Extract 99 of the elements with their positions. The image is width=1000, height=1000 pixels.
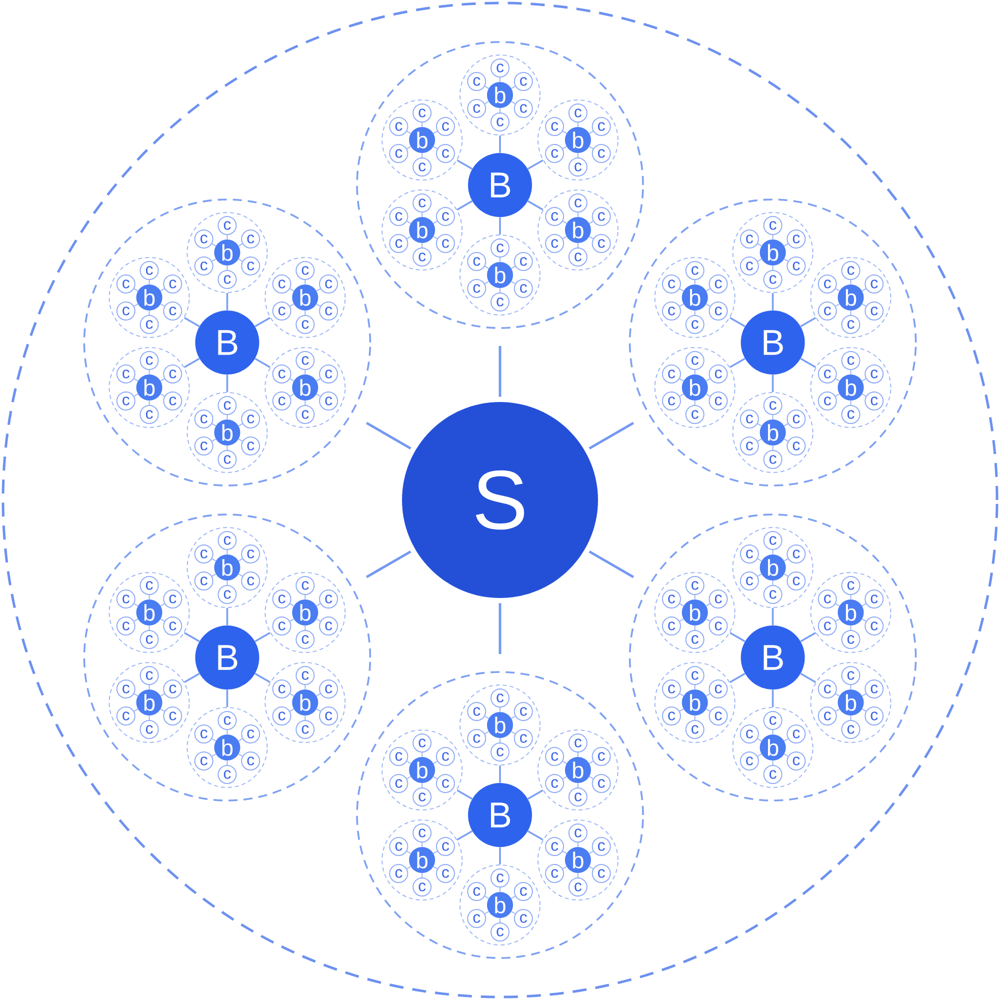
connector-line [212, 574, 216, 577]
connector-line [772, 608, 774, 626]
connector-line [772, 265, 774, 270]
connector-line [499, 847, 501, 864]
connector-line [226, 414, 228, 420]
connector-line [679, 304, 684, 307]
connector-line [212, 438, 216, 442]
connector-line [433, 130, 438, 134]
connector-line [679, 693, 684, 696]
connector-line [577, 782, 578, 788]
connector-line [134, 394, 138, 397]
connector-line [835, 304, 840, 307]
cluster-circle [732, 392, 814, 473]
connector-line [706, 708, 711, 712]
connector-line [226, 730, 228, 735]
connector-line [694, 370, 696, 375]
connector-line [134, 378, 138, 382]
connector-line [835, 378, 840, 382]
connector-line [577, 242, 578, 248]
cluster-circle [810, 662, 892, 743]
connector-line [694, 280, 696, 285]
connector-line [835, 693, 840, 696]
connector-line [238, 754, 243, 757]
connector-line [316, 378, 321, 382]
connector-line [406, 760, 412, 764]
connector-line [290, 304, 294, 307]
connector-line [694, 400, 696, 406]
connector-line [160, 304, 165, 307]
connector-line [406, 130, 412, 134]
connector-line [772, 293, 774, 310]
cluster-circle [108, 347, 190, 428]
connector-line [290, 708, 294, 712]
connector-line [484, 896, 490, 899]
connector-line [290, 603, 294, 606]
connector-line [226, 445, 228, 450]
connector-line [212, 738, 216, 742]
cluster-circle [356, 671, 644, 959]
connector-line [238, 243, 243, 246]
connector-line [422, 782, 423, 788]
cluster-circle [186, 392, 268, 473]
connector-line [562, 146, 568, 150]
cluster-circle [537, 190, 618, 270]
connector-line [577, 872, 578, 878]
connector-line [160, 708, 165, 712]
connector-line [406, 850, 412, 854]
connector-line [304, 310, 306, 316]
connector-line [835, 394, 840, 397]
cluster-circle [382, 730, 463, 810]
connector-line [562, 236, 568, 240]
cluster-circle [654, 662, 736, 743]
connector-line [757, 423, 762, 426]
connector-line [148, 400, 150, 406]
connector-line [238, 423, 243, 426]
connector-line [772, 550, 774, 555]
connector-line [212, 243, 216, 246]
connector-line [527, 830, 544, 841]
connector-line [510, 896, 516, 899]
connector-line [290, 288, 294, 292]
connector-line [290, 378, 294, 382]
connector-line [148, 625, 150, 630]
cluster-circle [810, 257, 892, 338]
connector-line [316, 693, 321, 696]
connector-line [527, 200, 544, 211]
connector-line [290, 693, 294, 696]
connector-line [784, 258, 788, 262]
connector-line [588, 760, 594, 764]
connector-line [184, 632, 200, 642]
connector-line [772, 414, 774, 420]
connector-line [134, 708, 138, 712]
cluster-circle [460, 864, 540, 946]
connector-line [134, 618, 138, 622]
connector-line [212, 754, 216, 757]
connector-line [835, 708, 840, 712]
cluster-circle [732, 212, 814, 293]
cluster-circle [356, 41, 644, 329]
connector-line [304, 400, 306, 406]
connector-line [772, 234, 774, 240]
connector-line [730, 358, 746, 368]
connector-line [433, 776, 438, 780]
connector-line [456, 159, 473, 170]
connector-line [456, 200, 473, 211]
connector-line [757, 738, 762, 742]
connector-line [577, 152, 578, 158]
connector-line [433, 760, 438, 764]
connector-line [510, 86, 516, 89]
cluster-circle [732, 707, 814, 788]
connector-line [577, 212, 578, 218]
connector-line [366, 550, 412, 578]
connector-line [562, 776, 568, 780]
connector-line [850, 310, 852, 316]
connector-line [679, 618, 684, 622]
cluster-circle [186, 527, 268, 608]
connector-line [784, 558, 788, 562]
connector-line [862, 378, 866, 382]
connector-line [160, 693, 165, 696]
cluster-circle [810, 572, 892, 653]
connector-line [862, 288, 866, 292]
connector-line [850, 370, 852, 375]
connector-line [238, 558, 243, 562]
